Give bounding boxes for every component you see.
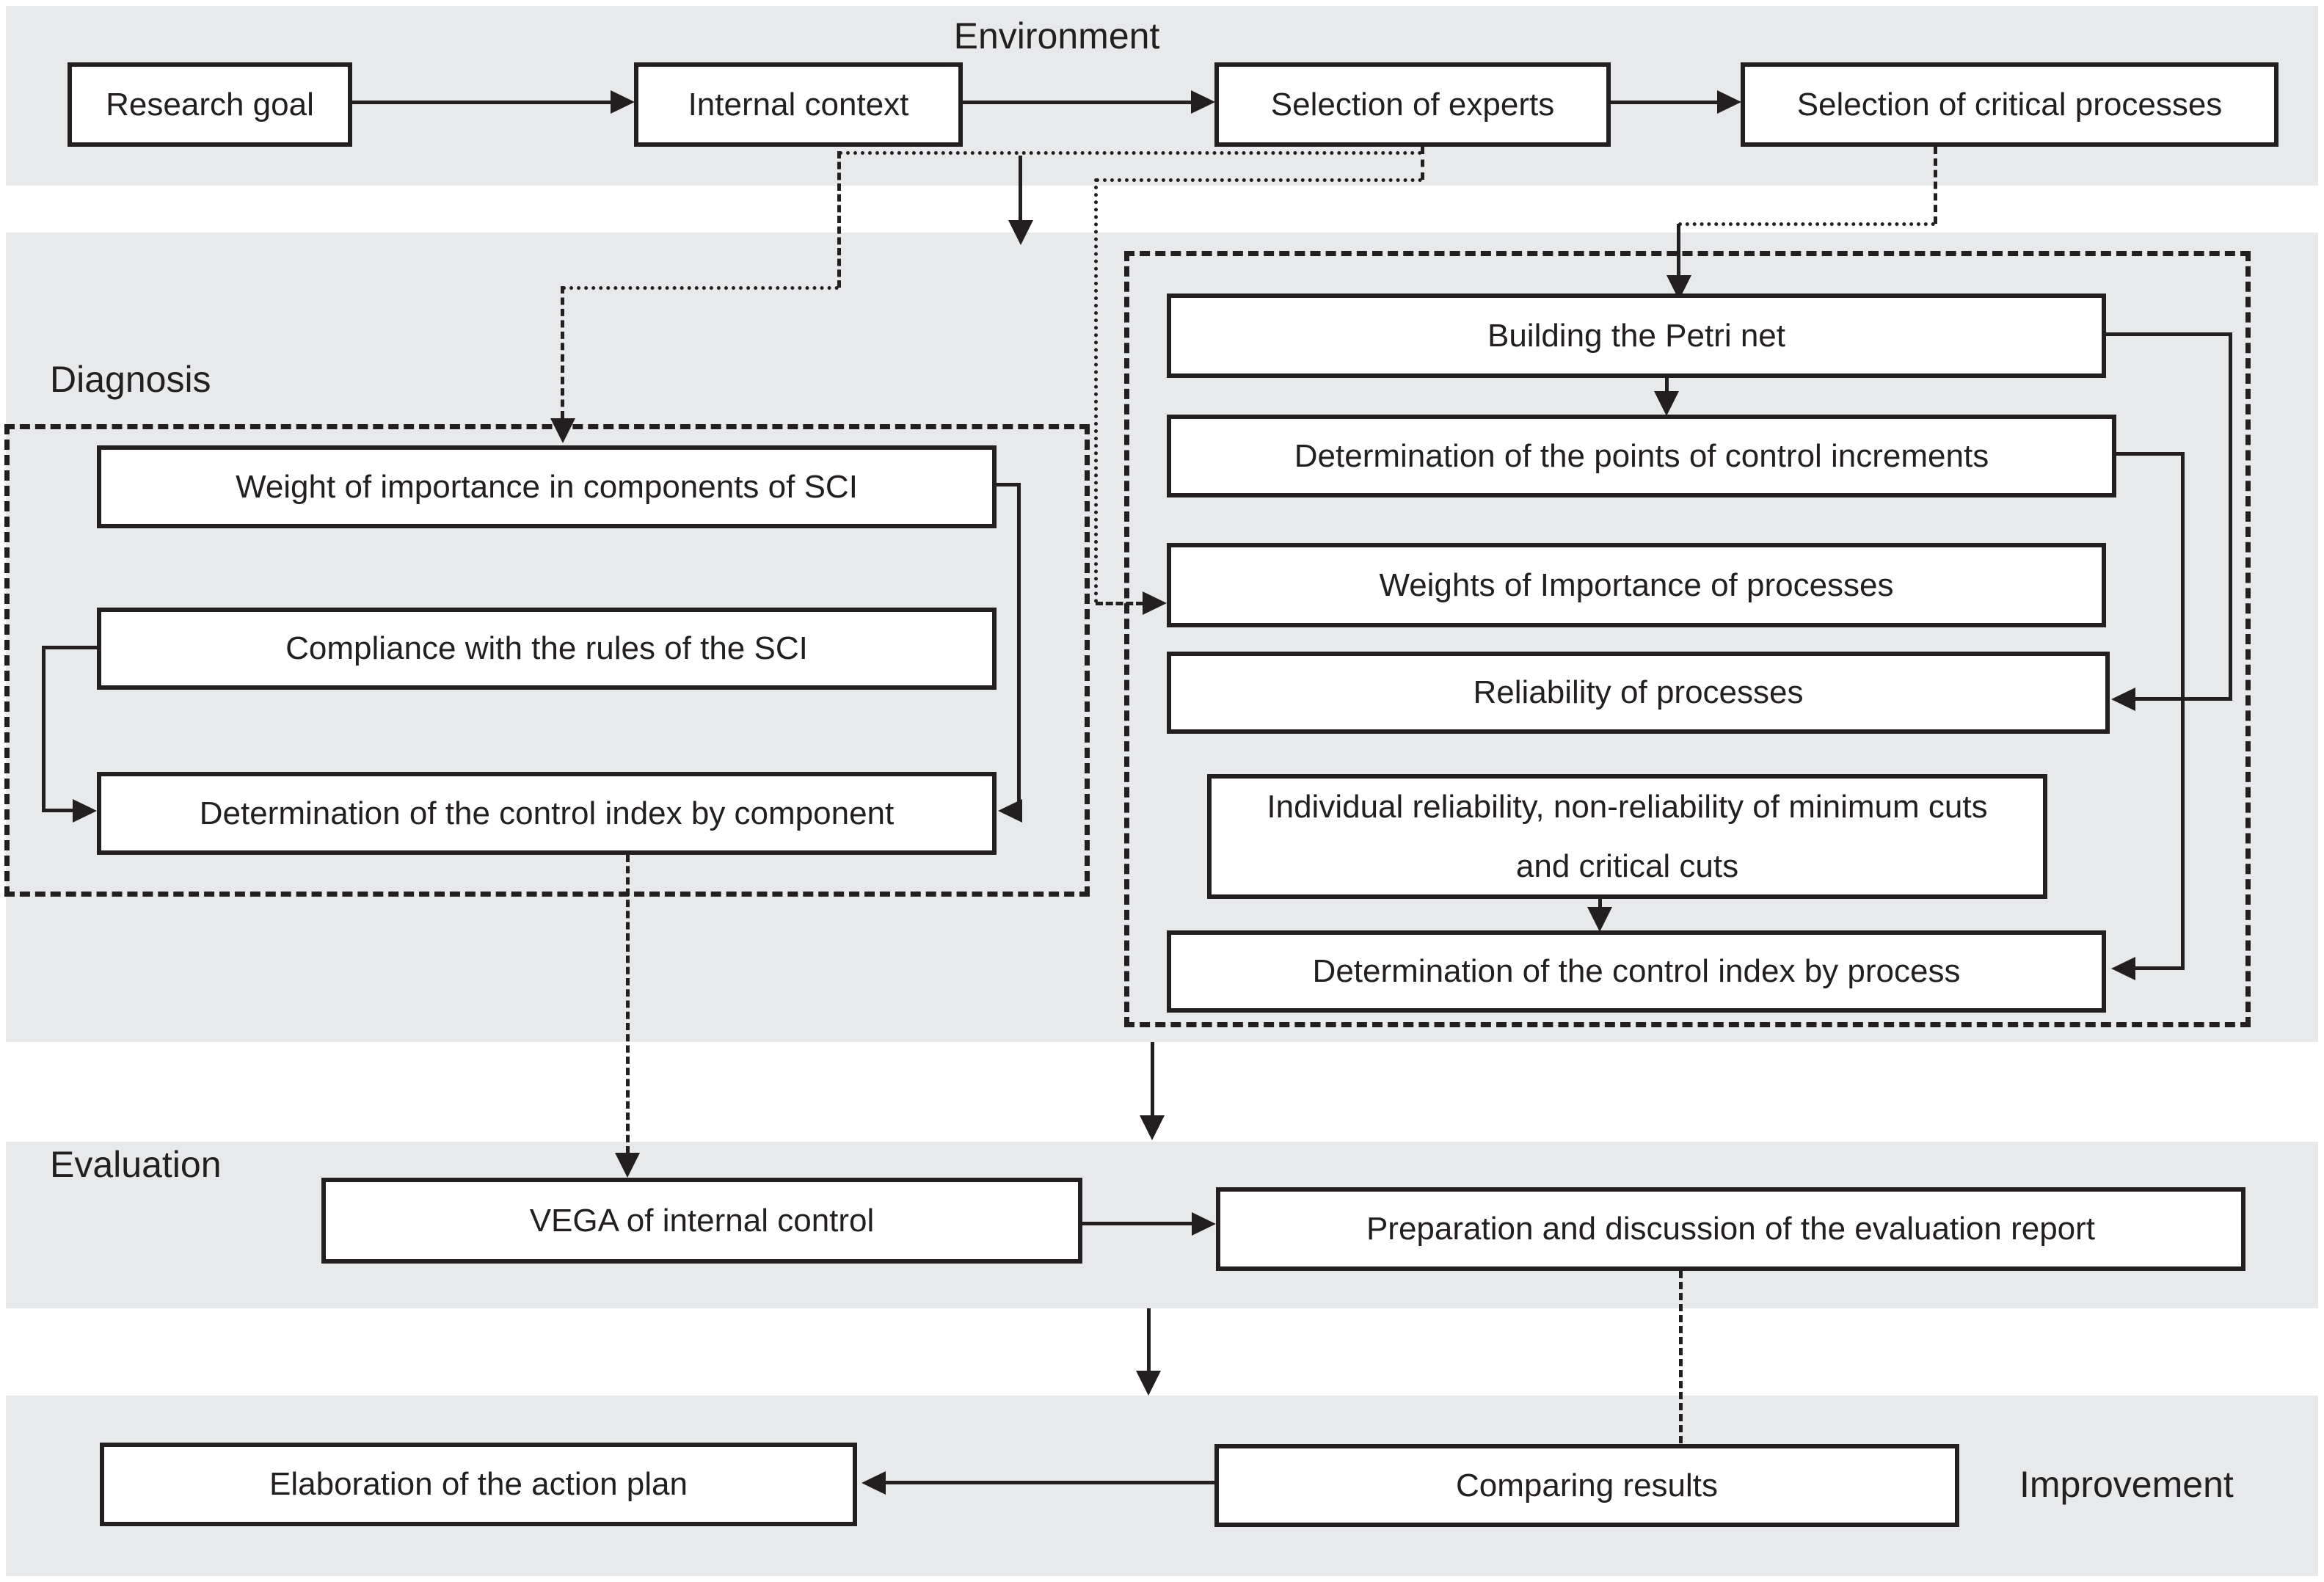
box-building-petri-net: Building the Petri net — [1167, 294, 2106, 378]
box-selection-of-critical-processes-label: Selection of critical processes — [1796, 86, 2223, 123]
evaluation-label: Evaluation — [50, 1144, 222, 1185]
comparing-to-elaboration-arrowhead-icon — [862, 1471, 886, 1495]
experts-to-critical-arrowhead-icon — [1717, 90, 1741, 114]
goal-to-context-arrowhead-icon — [611, 90, 635, 114]
box-vega-internal-control-label: VEGA of internal control — [529, 1202, 875, 1239]
box-individual-reliability-label: Individual reliability, non-reliability … — [1267, 788, 1988, 884]
connector-critical-to-petri-v — [1677, 224, 1680, 277]
box-points-control-increments: Determination of the points of control i… — [1167, 415, 2116, 497]
box-reliability-of-processes-label: Reliability of processes — [1473, 674, 1804, 710]
diagnosis-sci-container — [4, 424, 1090, 897]
connector-diagnosis-to-evaluation-line — [1151, 1042, 1154, 1117]
connector-experts-to-sci-v2 — [561, 286, 564, 418]
connector-experts-to-sci-h1 — [839, 151, 1422, 155]
connector-individual-to-process-line — [1598, 899, 1602, 908]
experts-to-sci-arrowhead-icon — [550, 418, 575, 443]
box-elaboration-action-plan: Elaboration of the action plan — [100, 1443, 857, 1526]
individual-to-process-arrowhead-icon — [1587, 907, 1612, 932]
box-selection-of-experts: Selection of experts — [1214, 62, 1611, 147]
evaluation-to-improvement-arrowhead-icon — [1136, 1371, 1161, 1396]
connector-experts-to-weights-v — [1094, 178, 1098, 603]
increments-to-process-arrowhead-icon — [2111, 957, 2135, 980]
box-building-petri-net-label: Building the Petri net — [1487, 317, 1786, 354]
connector-context-to-experts-line — [963, 101, 1191, 104]
connector-increments-right-h — [2116, 452, 2185, 456]
box-weights-of-processes: Weights of Importance of processes — [1167, 543, 2106, 627]
context-to-experts-arrowhead-icon — [1191, 90, 1215, 114]
connector-experts-to-weights-h1 — [1096, 178, 1422, 182]
connector-critical-drop — [1934, 147, 1937, 224]
box-control-index-by-process: Determination of the control index by pr… — [1167, 930, 2106, 1013]
box-preparation-report-label: Preparation and discussion of the evalua… — [1366, 1211, 2096, 1247]
box-comparing-results-label: Comparing results — [1455, 1467, 1719, 1503]
connector-experts-to-sci-h2 — [562, 286, 839, 290]
box-selection-of-critical-processes: Selection of critical processes — [1741, 62, 2279, 147]
box-individual-reliability: Individual reliability, non-reliability … — [1207, 774, 2047, 899]
env-to-diagnosis-arrowhead-icon — [1008, 220, 1033, 245]
box-research-goal-label: Research goal — [106, 86, 314, 123]
connector-weight-right-v — [1017, 483, 1021, 811]
box-compliance-rules: Compliance with the rules of the SCI — [97, 608, 997, 690]
connector-increments-to-process-h — [2135, 966, 2185, 970]
connector-experts-drop — [1421, 147, 1424, 180]
diagnosis-label: Diagnosis — [50, 359, 211, 400]
connector-vega-to-preparation-line — [1082, 1222, 1192, 1225]
box-elaboration-action-plan-label: Elaboration of the action plan — [269, 1466, 688, 1502]
box-comparing-results: Comparing results — [1214, 1444, 1959, 1527]
box-compliance-rules-label: Compliance with the rules of the SCI — [285, 630, 808, 666]
component-to-vega-arrowhead-icon — [615, 1153, 640, 1178]
connector-compliance-left-h — [42, 646, 97, 649]
box-weight-of-importance: Weight of importance in components of SC… — [97, 445, 997, 528]
connector-compliance-bottom-h — [42, 809, 75, 812]
box-internal-context-label: Internal context — [688, 86, 909, 123]
diagnosis-to-evaluation-arrowhead-icon — [1140, 1115, 1165, 1140]
environment-label: Environment — [953, 15, 1160, 56]
connector-experts-to-weights-h2 — [1096, 602, 1143, 605]
box-control-index-by-component-label: Determination of the control index by co… — [199, 795, 895, 831]
box-preparation-report: Preparation and discussion of the evalua… — [1216, 1187, 2245, 1271]
diagnosis-process-container — [1124, 251, 2251, 1027]
connector-compliance-left-v — [42, 646, 45, 812]
experts-to-weights-arrowhead-icon — [1143, 591, 1167, 615]
box-weight-of-importance-label: Weight of importance in components of SC… — [236, 468, 858, 505]
connector-experts-to-sci-v1 — [837, 151, 841, 288]
box-vega-internal-control: VEGA of internal control — [321, 1178, 1082, 1264]
connector-goal-to-context-line — [352, 101, 611, 104]
box-reliability-of-processes: Reliability of processes — [1167, 652, 2110, 734]
connector-increments-right-v — [2181, 452, 2185, 970]
box-weights-of-processes-label: Weights of Importance of processes — [1379, 566, 1894, 603]
connector-preparation-to-comparing — [1679, 1271, 1683, 1443]
connector-petri-right-h — [2106, 332, 2231, 336]
box-selection-of-experts-label: Selection of experts — [1270, 86, 1555, 123]
box-research-goal: Research goal — [68, 62, 352, 147]
box-control-index-by-component: Determination of the control index by co… — [97, 772, 997, 855]
connector-component-to-vega — [626, 855, 630, 1153]
connector-critical-to-petri-h — [1678, 222, 1935, 226]
connector-petri-right-v — [2229, 332, 2232, 701]
connector-comparing-to-elaboration-line — [884, 1481, 1214, 1484]
connector-evaluation-to-improvement-line — [1147, 1308, 1151, 1372]
box-internal-context: Internal context — [634, 62, 963, 147]
vega-to-preparation-arrowhead-icon — [1192, 1212, 1216, 1236]
weight-to-component-arrowhead-icon — [998, 799, 1022, 823]
connector-petri-to-increments-line — [1665, 378, 1669, 393]
improvement-label: Improvement — [2019, 1464, 2234, 1505]
connector-experts-to-critical-line — [1611, 101, 1717, 104]
connector-weight-right-h — [997, 483, 1021, 486]
petri-to-increments-arrowhead-icon — [1654, 391, 1679, 416]
compliance-to-component-arrowhead-icon — [73, 799, 97, 823]
petri-to-reliability-arrowhead-icon — [2111, 688, 2135, 711]
connector-env-to-diagnosis-line — [1019, 156, 1022, 222]
box-control-index-by-process-label: Determination of the control index by pr… — [1312, 953, 1961, 989]
box-points-control-increments-label: Determination of the points of control i… — [1294, 437, 1989, 474]
